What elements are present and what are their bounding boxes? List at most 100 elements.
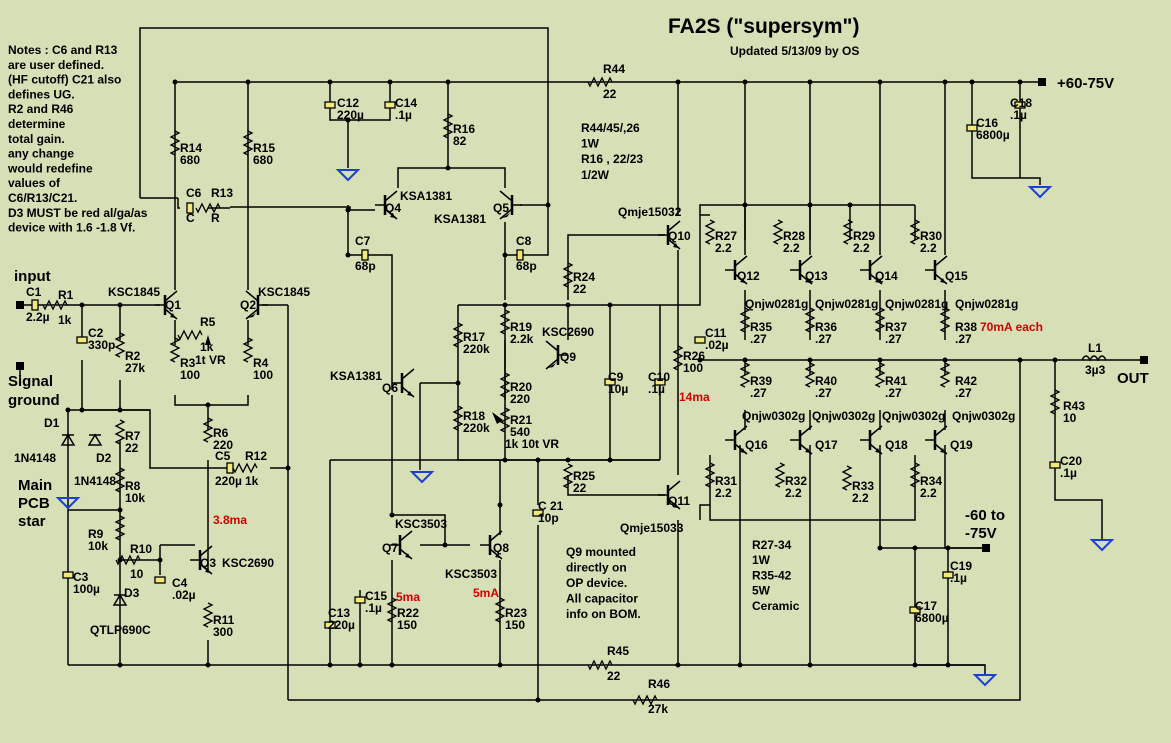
design-note-line-8: any change bbox=[8, 147, 74, 161]
transistor-q7-part: KSC3503 bbox=[395, 517, 447, 531]
diode-d3-ref: D3 bbox=[124, 586, 140, 600]
resistor-r7-symbol bbox=[114, 419, 126, 445]
resistor-r10-symbol bbox=[115, 554, 141, 566]
resistor-r32-symbol bbox=[774, 462, 786, 488]
diode-d2-ref: D2 bbox=[96, 451, 112, 465]
capacitor-c20-symbol bbox=[1049, 461, 1061, 469]
resistor-r13-symbol bbox=[195, 202, 221, 214]
transistor-q10-ref: Q10 bbox=[668, 229, 691, 243]
capacitor-c17-symbol bbox=[909, 606, 921, 614]
resistor-r29-value: 2.2 bbox=[853, 241, 870, 255]
component-symbols bbox=[31, 76, 1107, 706]
resistor-r35-value: .27 bbox=[750, 332, 767, 346]
resistor-r9-ref: R9 bbox=[88, 527, 104, 541]
q9-mount-note-line-3: OP device. bbox=[566, 576, 627, 590]
resistor-r4-ref: R4 bbox=[253, 356, 269, 370]
design-note-line-11: C6/R13/C21. bbox=[8, 191, 77, 205]
resistor-r12-ref: R12 bbox=[245, 449, 267, 463]
transistor-q8-ref: Q8 bbox=[493, 541, 509, 555]
transistor-q16-symbol bbox=[725, 425, 748, 455]
transistor-q5-part: KSA1381 bbox=[434, 212, 486, 226]
resistor-r8-ref: R8 bbox=[125, 479, 141, 493]
trimmer-arrow-r21 bbox=[492, 412, 503, 424]
transistor-q11-ref: Q11 bbox=[668, 494, 690, 508]
resistor-r38-symbol bbox=[939, 307, 951, 333]
inductor-l1-value: 3µ3 bbox=[1085, 363, 1106, 377]
output-resistor-note-line-1: R27-34 bbox=[752, 538, 792, 552]
resistor-r29-symbol bbox=[842, 219, 854, 245]
transistor-q1-symbol bbox=[155, 290, 178, 320]
resistor-r30-ref: R30 bbox=[920, 229, 942, 243]
resistor-r10-ref: R10 bbox=[130, 542, 152, 556]
resistor-r32-value: 2.2 bbox=[785, 486, 802, 500]
resistor-r14-ref: R14 bbox=[180, 141, 202, 155]
resistor-r15-symbol bbox=[242, 130, 254, 156]
capacitor-c20-ref: C20 bbox=[1060, 454, 1082, 468]
resistor-r31-value: 2.2 bbox=[715, 486, 732, 500]
capacitor-c8-value: 68p bbox=[516, 259, 537, 273]
capacitor-c21-value: 10p bbox=[538, 511, 559, 525]
resistor-r26-symbol bbox=[672, 345, 684, 371]
resistor-r4-value: 100 bbox=[253, 368, 273, 382]
input-label: input bbox=[14, 268, 51, 285]
capacitor-c20-value: .1µ bbox=[1060, 466, 1077, 480]
resistor-r2-symbol bbox=[114, 332, 126, 358]
transistor-q18-ref: Q18 bbox=[885, 438, 908, 452]
resistor-r31-ref: R31 bbox=[715, 474, 737, 488]
resistor-r36-value: .27 bbox=[815, 332, 832, 346]
resistor-r6-symbol bbox=[202, 417, 214, 443]
resistor-r1-symbol bbox=[42, 299, 68, 311]
main-pcb-star-label-2: PCB bbox=[18, 495, 50, 512]
resistor-r1-ref: R1 bbox=[58, 288, 74, 302]
wires bbox=[19, 27, 1140, 701]
transistor-q6-part: KSA1381 bbox=[330, 369, 382, 383]
capacitor-c5-value: 220µ bbox=[215, 474, 242, 488]
resistor-r20-symbol bbox=[499, 372, 511, 398]
capacitor-c2-ref: C2 bbox=[88, 326, 104, 340]
resistor-r34-value: 2.2 bbox=[920, 486, 937, 500]
current-output-stage: 70mA each bbox=[980, 320, 1043, 334]
transistor-q3-part: KSC2690 bbox=[222, 556, 274, 570]
transistor-q15-ref: Q15 bbox=[945, 269, 968, 283]
resistor-r12-value: 1k bbox=[245, 474, 259, 488]
resistor-r41-value: .27 bbox=[885, 386, 902, 400]
resistor-r44-value: 22 bbox=[603, 87, 617, 101]
resistor-r20-ref: R20 bbox=[510, 380, 532, 394]
resistor-r16-value: 82 bbox=[453, 134, 467, 148]
capacitor-c16-value: 6800µ bbox=[976, 128, 1010, 142]
resistor-r40-symbol bbox=[804, 362, 816, 388]
capacitor-c11-ref: C11 bbox=[705, 326, 727, 340]
resistor-r24-symbol bbox=[562, 262, 574, 288]
capacitor-c13-value: 220µ bbox=[328, 618, 355, 632]
resistor-r46-symbol bbox=[632, 694, 658, 706]
output-resistor-note-line-2: 1W bbox=[752, 553, 771, 567]
capacitor-c17-value: 6800µ bbox=[915, 611, 949, 625]
signal-ground-label-2: ground bbox=[8, 392, 60, 409]
resistor-r21-value: 540 bbox=[510, 425, 530, 439]
capacitor-c13-symbol bbox=[324, 621, 336, 629]
transistor-q8-part: KSC3503 bbox=[445, 567, 497, 581]
power-resistor-note-line-4: 1/2W bbox=[581, 168, 610, 182]
resistor-r25-ref: R25 bbox=[573, 469, 595, 483]
transistor-q17-ref: Q17 bbox=[815, 438, 838, 452]
resistor-r8-symbol bbox=[114, 467, 126, 493]
diode-d3-part: QTLP690C bbox=[90, 623, 151, 637]
main-pcb-star-label-3: star bbox=[18, 513, 46, 530]
main-pcb-star-label-1: Main bbox=[18, 477, 52, 494]
resistor-r22-ref: R22 bbox=[397, 606, 419, 620]
resistor-r21-symbol bbox=[499, 407, 511, 433]
design-note-line-10: values of bbox=[8, 176, 61, 190]
resistor-r29-ref: R29 bbox=[853, 229, 875, 243]
resistor-r40-ref: R40 bbox=[815, 374, 837, 388]
resistor-r30-value: 2.2 bbox=[920, 241, 937, 255]
inductor-l1-symbol bbox=[1081, 355, 1107, 362]
resistor-r5-symbol bbox=[177, 329, 203, 341]
resistor-r18-value: 220k bbox=[463, 421, 490, 435]
transistor-q5-ref: Q5 bbox=[493, 201, 509, 215]
transistor-q5-symbol bbox=[499, 190, 522, 220]
resistor-r3-value: 100 bbox=[180, 368, 200, 382]
q9-mount-note-line-1: Q9 mounted bbox=[566, 545, 636, 559]
capacitor-c17-ref: C17 bbox=[915, 599, 937, 613]
resistor-r9-value: 10k bbox=[88, 539, 108, 553]
